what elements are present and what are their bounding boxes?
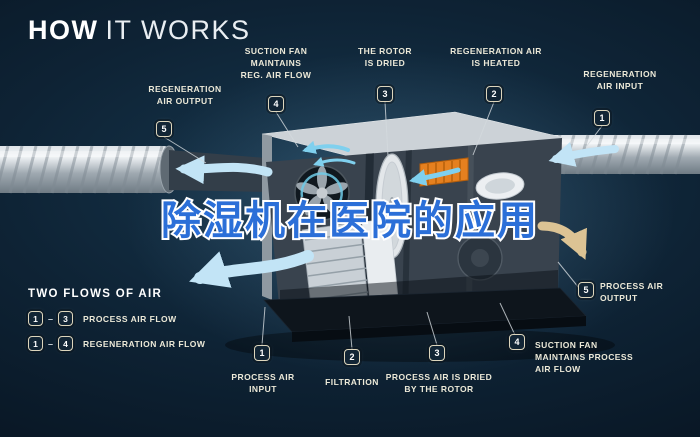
legend-badge-from-1b: 1 (28, 336, 43, 351)
legend-badge-to-4: 4 (58, 336, 74, 351)
page-title-light: IT WORKS (105, 15, 251, 45)
legend-badge-to-3: 3 (58, 311, 74, 326)
legend-dash-2: – (48, 338, 54, 349)
label-filtration: FILTRATION (325, 377, 379, 387)
legend-dash: – (48, 313, 54, 324)
page-title-bold: HOW (28, 15, 99, 45)
legend-badge-from-1: 1 (28, 311, 43, 326)
overlay-title: 除湿机在医院的应用 (161, 198, 539, 244)
